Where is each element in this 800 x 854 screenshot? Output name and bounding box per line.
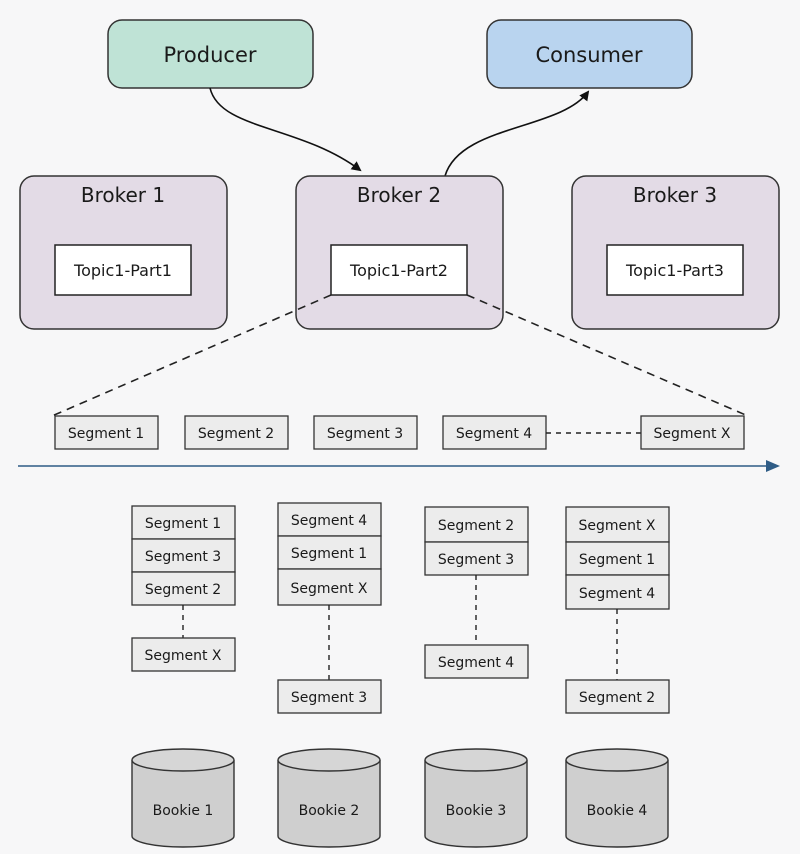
broker-3: Broker 3 Topic1-Part3 — [571, 175, 780, 330]
producer-node: Producer — [107, 19, 314, 89]
bookie-4: Bookie 4 — [565, 748, 669, 848]
segment-row-label-1: Segment 1 — [68, 426, 144, 442]
broker-1-title: Broker 1 — [81, 183, 165, 207]
stack-2-label-bottom: Segment 3 — [291, 690, 367, 706]
stack-1-label-bottom: Segment X — [144, 648, 221, 664]
stack-3-label-bottom: Segment 4 — [438, 655, 514, 671]
producer-label: Producer — [163, 43, 256, 67]
stack-2-box-2 — [277, 535, 382, 570]
broker-1-partition-box — [54, 244, 192, 296]
stack-4-label-bottom: Segment 2 — [579, 690, 655, 706]
segment-row-label-2: Segment 2 — [198, 426, 274, 442]
bookie-1-cylinder-body — [131, 760, 235, 848]
consumer-label: Consumer — [535, 43, 642, 67]
bookie-4-cylinder-top — [565, 748, 669, 772]
segment-row-label-3: Segment 3 — [327, 426, 403, 442]
stack-4-label-2: Segment 1 — [579, 552, 655, 568]
segment-row-box-3 — [313, 415, 418, 450]
segment-row-label-x: Segment X — [653, 426, 730, 442]
broker-3-title: Broker 3 — [633, 183, 717, 207]
stack-3-box-1 — [424, 506, 529, 543]
segment-row-box-x — [640, 415, 745, 450]
broker-2-title: Broker 2 — [357, 183, 441, 207]
stack-2-label-1: Segment 4 — [291, 513, 367, 529]
stack-2-label-2: Segment 1 — [291, 546, 367, 562]
broker-1-partition-label: Topic1-Part1 — [73, 261, 172, 280]
bookie-3: Bookie 3 — [424, 748, 528, 848]
broker-2: Broker 2 Topic1-Part2 — [295, 175, 504, 330]
stack-1-label-3: Segment 2 — [145, 582, 221, 598]
bookie-3-cylinder-body — [424, 760, 528, 848]
segment-row-box-1 — [54, 415, 159, 450]
stack-3-label-2: Segment 3 — [438, 552, 514, 568]
bookie-stack-1: Segment 1 Segment 3 Segment 2 Segment X — [131, 505, 236, 672]
stack-2-label-3: Segment X — [290, 581, 367, 597]
segment-row-box-2 — [184, 415, 289, 450]
bookie-2-cylinder-body — [277, 760, 381, 848]
producer-to-broker-arrow — [209, 87, 362, 172]
stack-3-box-bottom — [424, 644, 529, 679]
stack-3-box-2 — [424, 541, 529, 576]
bookie-4-cylinder-body — [565, 760, 669, 848]
bookie-stack-2: Segment 4 Segment 1 Segment X Segment 3 — [277, 502, 382, 714]
segment-row: Segment 1 Segment 2 Segment 3 Segment 4 … — [54, 415, 745, 450]
stack-2-box-1 — [277, 502, 382, 537]
stack-4-box-3 — [565, 574, 670, 610]
stack-4-label-3: Segment 4 — [579, 586, 655, 602]
broker-1: Broker 1 Topic1-Part1 — [19, 175, 228, 330]
bookie-3-cylinder-top — [424, 748, 528, 772]
bookie-1-cylinder-top — [131, 748, 235, 772]
bookie-2: Bookie 2 — [277, 748, 381, 848]
broker-3-partition-box — [606, 244, 744, 296]
stack-1-box-bottom — [131, 637, 236, 672]
bookie-stack-4: Segment X Segment 1 Segment 4 Segment 2 — [565, 506, 670, 714]
broker-2-partition-label: Topic1-Part2 — [349, 261, 448, 280]
stack-2-box-bottom — [277, 679, 382, 714]
broker-2-partition-box — [330, 244, 468, 296]
bookie-1: Bookie 1 — [131, 748, 235, 848]
segment-row-box-4 — [442, 415, 547, 450]
stack-4-label-1: Segment X — [578, 518, 655, 534]
bookie-2-cylinder-top — [277, 748, 381, 772]
broker-to-consumer-arrow — [444, 90, 590, 177]
stack-1-label-1: Segment 1 — [145, 516, 221, 532]
bookie-1-label: Bookie 1 — [153, 803, 214, 819]
bookie-4-label: Bookie 4 — [587, 803, 648, 819]
zoom-line-left — [51, 294, 332, 417]
stack-1-label-2: Segment 3 — [145, 549, 221, 565]
bookie-3-label: Bookie 3 — [446, 803, 507, 819]
consumer-node: Consumer — [486, 19, 693, 89]
stack-2-box-3 — [277, 568, 382, 606]
zoom-line-right — [466, 294, 749, 417]
stack-4-box-bottom — [565, 679, 670, 714]
segment-row-label-4: Segment 4 — [456, 426, 532, 442]
broker-3-partition-label: Topic1-Part3 — [625, 261, 724, 280]
stack-1-box-1 — [131, 505, 236, 540]
bookie-2-label: Bookie 2 — [299, 803, 360, 819]
consumer-box — [486, 19, 693, 89]
stack-3-label-1: Segment 2 — [438, 518, 514, 534]
bookie-stack-3: Segment 2 Segment 3 Segment 4 — [424, 506, 529, 679]
